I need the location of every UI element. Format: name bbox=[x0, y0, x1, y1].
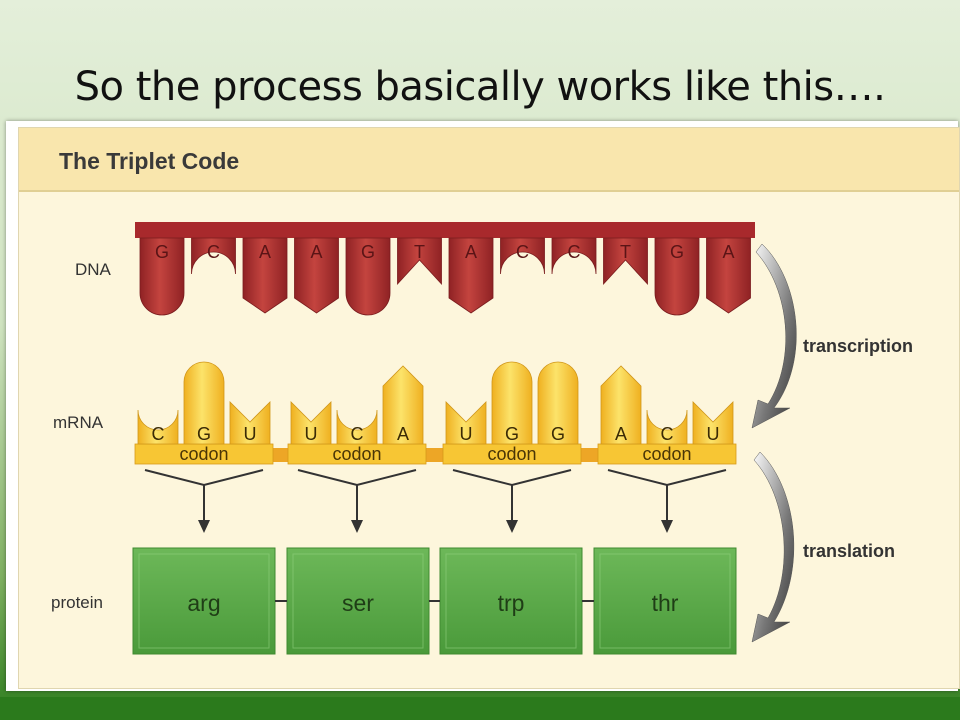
dna-base-peg bbox=[139, 237, 185, 316]
protein-chain: arg ser trp thr bbox=[132, 547, 737, 655]
transcription-label: transcription bbox=[803, 336, 913, 356]
mrna-base-peg bbox=[491, 361, 533, 445]
mrna-base-label: U bbox=[305, 424, 318, 444]
mrna-base-peg bbox=[537, 361, 579, 445]
codon-arrow-head bbox=[198, 520, 210, 533]
translation-arrow-icon bbox=[751, 451, 795, 643]
dna-base-peg bbox=[500, 237, 545, 275]
amino-acid-box-bevel bbox=[138, 553, 270, 649]
mrna-base-peg bbox=[445, 401, 487, 445]
translation-label: translation bbox=[803, 541, 895, 561]
amino-acid-label: trp bbox=[498, 590, 525, 616]
codon-label: codon bbox=[179, 444, 228, 464]
dna-base-peg bbox=[603, 237, 648, 286]
codon-label: codon bbox=[332, 444, 381, 464]
dna-base-label: C bbox=[568, 242, 581, 262]
dna-base-label: C bbox=[516, 242, 529, 262]
mrna-base-peg bbox=[382, 365, 424, 445]
mrna-base-label: A bbox=[615, 424, 627, 444]
amino-acid-box bbox=[132, 547, 276, 655]
codon-arrows bbox=[144, 469, 727, 533]
footer-bar bbox=[0, 697, 960, 720]
mrna-base-peg bbox=[600, 365, 642, 445]
mrna-base-label: U bbox=[244, 424, 257, 444]
dna-base-label: G bbox=[155, 242, 169, 262]
codon-bracket bbox=[297, 469, 417, 487]
dna-base-label: A bbox=[310, 242, 322, 262]
slide-title: So the process basically works like this… bbox=[74, 64, 886, 110]
mrna-base-label: A bbox=[397, 424, 409, 444]
dna-base-peg bbox=[654, 237, 700, 316]
dna-backbone bbox=[135, 222, 755, 238]
figure-header: The Triplet Code bbox=[19, 128, 959, 192]
amino-acid-label: ser bbox=[342, 590, 374, 616]
codon-bracket bbox=[144, 469, 264, 487]
dna-base-label: A bbox=[465, 242, 477, 262]
dna-base-peg bbox=[294, 237, 339, 314]
mrna-connector bbox=[135, 448, 735, 462]
dna-base-peg bbox=[551, 237, 597, 275]
mrna-base-label: G bbox=[197, 424, 211, 444]
codon-label: codon bbox=[487, 444, 536, 464]
dna-base-peg bbox=[706, 237, 751, 314]
dna-base-peg bbox=[397, 237, 442, 286]
mrna-base-label: G bbox=[505, 424, 519, 444]
dna-base-label: T bbox=[414, 242, 425, 262]
codon-label: codon bbox=[642, 444, 691, 464]
mrna-base-peg bbox=[692, 401, 734, 445]
mrna-base-peg bbox=[137, 409, 179, 445]
mrna-base-label: C bbox=[351, 424, 364, 444]
amino-acid-label: arg bbox=[187, 590, 220, 616]
mrna-backbone bbox=[134, 443, 737, 465]
codon-bracket bbox=[452, 469, 572, 487]
amino-acid-box bbox=[286, 547, 430, 655]
dna-row-label: DNA bbox=[75, 260, 112, 279]
mrna-base-peg bbox=[336, 409, 378, 445]
figure-heading: The Triplet Code bbox=[59, 148, 240, 174]
codon-arrow-head bbox=[351, 520, 363, 533]
amino-acid-box-bevel bbox=[292, 553, 424, 649]
dna-base-peg bbox=[345, 237, 391, 316]
transcription-arrow-icon bbox=[751, 243, 797, 429]
amino-acid-box-bevel bbox=[445, 553, 577, 649]
mrna-base-peg bbox=[183, 361, 225, 445]
codon-arrow-head bbox=[506, 520, 518, 533]
dna-base-peg bbox=[242, 237, 288, 314]
mrna-base-label: C bbox=[152, 424, 165, 444]
dna-base-label: G bbox=[670, 242, 684, 262]
mrna-base-label: U bbox=[460, 424, 473, 444]
mrna-base-label: G bbox=[551, 424, 565, 444]
protein-row-label: protein bbox=[51, 593, 103, 612]
dna-base-label: G bbox=[361, 242, 375, 262]
amino-acid-label: thr bbox=[652, 590, 679, 616]
dna-base-peg bbox=[448, 237, 494, 314]
codon-bracket bbox=[607, 469, 727, 487]
mrna-base-label: C bbox=[661, 424, 674, 444]
dna-base-label: T bbox=[620, 242, 631, 262]
mrna-base-peg bbox=[290, 401, 332, 445]
amino-acid-box bbox=[593, 547, 737, 655]
dna-base-label: A bbox=[259, 242, 271, 262]
mrna-base-peg bbox=[646, 409, 688, 445]
amino-acid-box-bevel bbox=[599, 553, 731, 649]
dna-base-peg bbox=[191, 237, 236, 275]
dna-base-label: C bbox=[207, 242, 220, 262]
mrna-base-peg bbox=[229, 401, 271, 445]
dna-base-label: A bbox=[722, 242, 734, 262]
mrna-base-label: U bbox=[707, 424, 720, 444]
codon-arrow-head bbox=[661, 520, 673, 533]
mrna-row-label: mRNA bbox=[53, 413, 104, 432]
